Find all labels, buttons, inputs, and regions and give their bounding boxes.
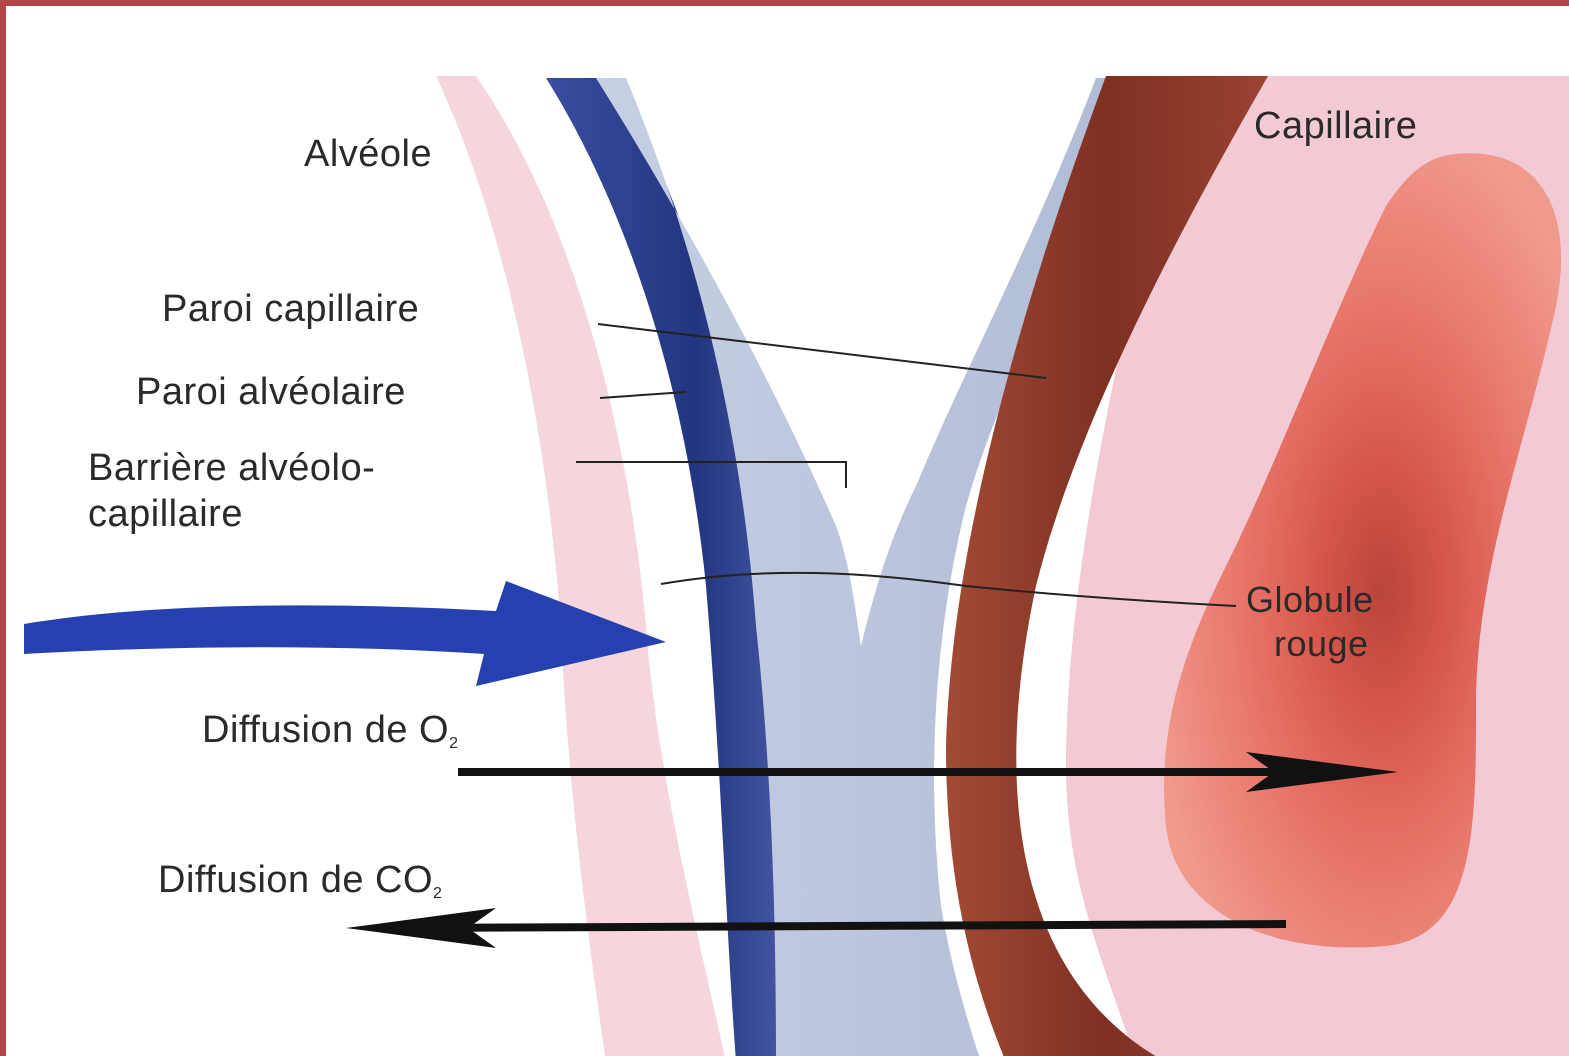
label-globule-line2: rouge (1274, 624, 1369, 664)
label-paroi-capillaire: Paroi capillaire (162, 289, 419, 331)
diffusion-co2-text: Diffusion de CO (158, 859, 433, 901)
diffusion-o2-text: Diffusion de O (202, 709, 449, 751)
diffusion-co2-subscript: 2 (433, 885, 442, 902)
paroi-alveolaire-leader (600, 392, 686, 398)
label-globule-line1: Globule (1246, 580, 1374, 620)
label-capillaire: Capillaire (1254, 106, 1417, 148)
label-barriere-line2: capillaire (88, 494, 243, 536)
label-barriere-line1: Barrière alvéolo- (88, 448, 375, 490)
co2-arrow-shaft (406, 924, 1286, 928)
label-alveole: Alvéole (304, 134, 432, 176)
label-diffusion-o2: Diffusion de O2 (202, 710, 459, 753)
label-paroi-alveolaire: Paroi alvéolaire (136, 372, 406, 414)
diffusion-o2-subscript: 2 (449, 735, 458, 752)
label-diffusion-co2: Diffusion de CO2 (158, 860, 442, 903)
